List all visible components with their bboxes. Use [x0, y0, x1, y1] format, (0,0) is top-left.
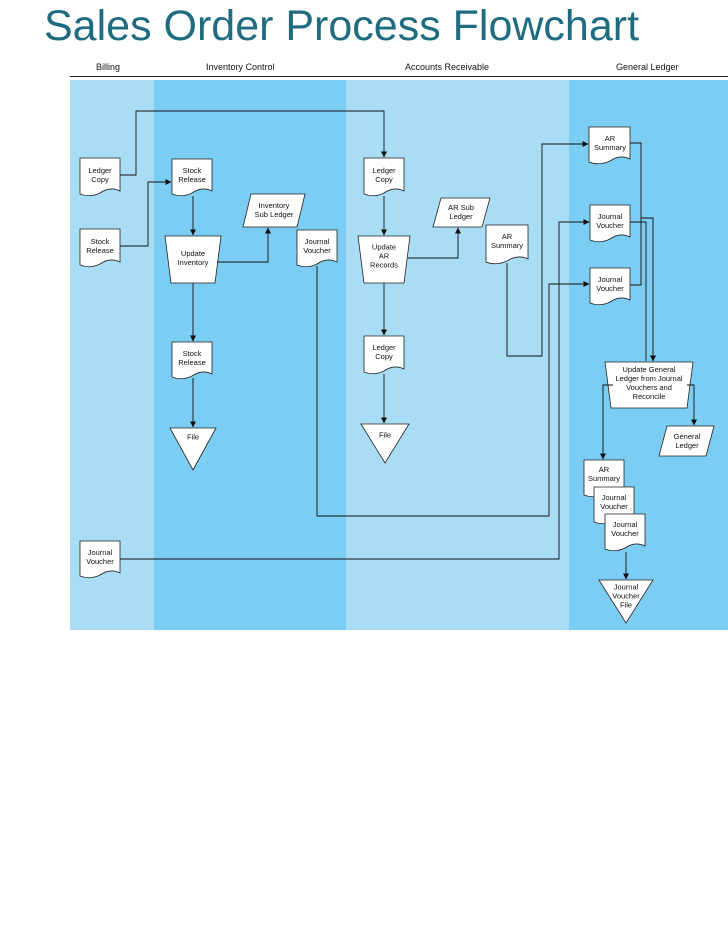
inventory-stock-release-2-label: Stock Release — [178, 349, 206, 367]
billing-stock-release-doc — [79, 228, 121, 268]
lane-general-ledger-bg — [569, 80, 728, 630]
gl-general-ledger-shape — [658, 425, 715, 457]
gl-voucher-file-shape — [598, 579, 654, 624]
gl-ar-summary-in-doc — [588, 126, 631, 165]
gl-journal-voucher-4-doc — [604, 513, 646, 552]
gl-journal-voucher-1-doc — [589, 204, 631, 243]
edge-update-to-ar-summary-stack — [600, 384, 613, 460]
edge-billing-stock-to-inventory — [120, 179, 172, 247]
edge-inventory-jv-to-gl — [316, 266, 590, 517]
ar-ledger-copy-1-doc — [363, 157, 405, 197]
edge-gl-jv1-link — [630, 221, 647, 361]
gl-voucher-file-label: Journal Voucher File — [612, 582, 640, 610]
page-title: Sales Order Process Flowchart — [44, 2, 640, 50]
edge-ar-summary-to-gl — [506, 141, 589, 357]
edge-gl-ar-summary-to-update — [630, 142, 656, 362]
gl-ar-summary-out-label: AR Summary — [587, 465, 621, 483]
lane-header-rule — [70, 76, 728, 77]
ar-ledger-copy-1-label: Ledger Copy — [372, 166, 396, 184]
inventory-sub-ledger-label: Inventory Sub Ledger — [254, 201, 294, 219]
edge-update-ar-to-sub-ledger — [408, 227, 461, 259]
gl-journal-voucher-2-doc — [589, 267, 631, 306]
edge-billing-ledger-to-ar — [120, 110, 387, 176]
edge-update-to-sub-ledger — [217, 227, 271, 263]
edge-update-to-general-ledger — [687, 384, 697, 426]
inventory-stock-release-label: Stock Release — [178, 166, 206, 184]
ar-update-records-operation — [357, 235, 411, 284]
gl-journal-voucher-1-label: Journal Voucher — [596, 212, 624, 230]
ar-ledger-copy-2-doc — [363, 335, 405, 375]
billing-ledger-copy-doc — [79, 157, 121, 197]
inventory-stock-release-doc — [171, 158, 213, 197]
gl-journal-voucher-4-label: Journal Voucher — [611, 520, 639, 538]
inventory-update-operation — [164, 235, 222, 284]
gl-journal-voucher-3-label: Journal Voucher — [600, 493, 628, 511]
inventory-journal-voucher-label: Journal Voucher — [303, 237, 331, 255]
gl-update-label: Update General Ledger from Journal Vouch… — [615, 365, 683, 401]
gl-journal-voucher-2-label: Journal Voucher — [596, 275, 624, 293]
inventory-file-label: File — [186, 432, 200, 442]
inventory-update-label: Update Inventory — [177, 249, 209, 267]
inventory-sub-ledger-shape — [242, 193, 306, 228]
edge-gl-jv2-link — [630, 218, 642, 286]
gl-general-ledger-label: General Ledger — [673, 432, 701, 450]
ar-update-records-label: Update AR Records — [370, 242, 398, 270]
ar-sub-ledger-label: AR Sub Ledger — [448, 203, 474, 221]
ar-file-shape — [360, 423, 410, 464]
billing-ledger-copy-label: Ledger Copy — [88, 166, 112, 184]
ar-file-label: File — [378, 430, 392, 440]
ar-ledger-copy-2-label: Ledger Copy — [372, 343, 396, 361]
inventory-stock-release-2-doc — [171, 341, 213, 380]
ar-sub-ledger-shape — [432, 197, 491, 228]
ar-summary-label: AR Summary — [490, 232, 524, 250]
lane-header-billing: Billing — [96, 62, 121, 72]
lane-header-general-ledger: General Ledger — [616, 62, 679, 72]
lane-header-inventory-control: Inventory Control — [206, 62, 275, 72]
inventory-journal-voucher-doc — [296, 229, 338, 268]
billing-stock-release-label: Stock Release — [86, 237, 114, 255]
gl-update-operation — [604, 361, 694, 409]
lane-header-accounts-receivable: Accounts Receivable — [405, 62, 490, 72]
gl-ar-summary-in-label: AR Summary — [593, 134, 627, 152]
edge-billing-jv-to-gl — [120, 219, 590, 560]
billing-journal-voucher-label: Journal Voucher — [86, 548, 114, 566]
ar-summary-doc — [485, 224, 529, 265]
inventory-file-shape — [169, 427, 217, 471]
billing-journal-voucher-doc — [79, 540, 121, 579]
